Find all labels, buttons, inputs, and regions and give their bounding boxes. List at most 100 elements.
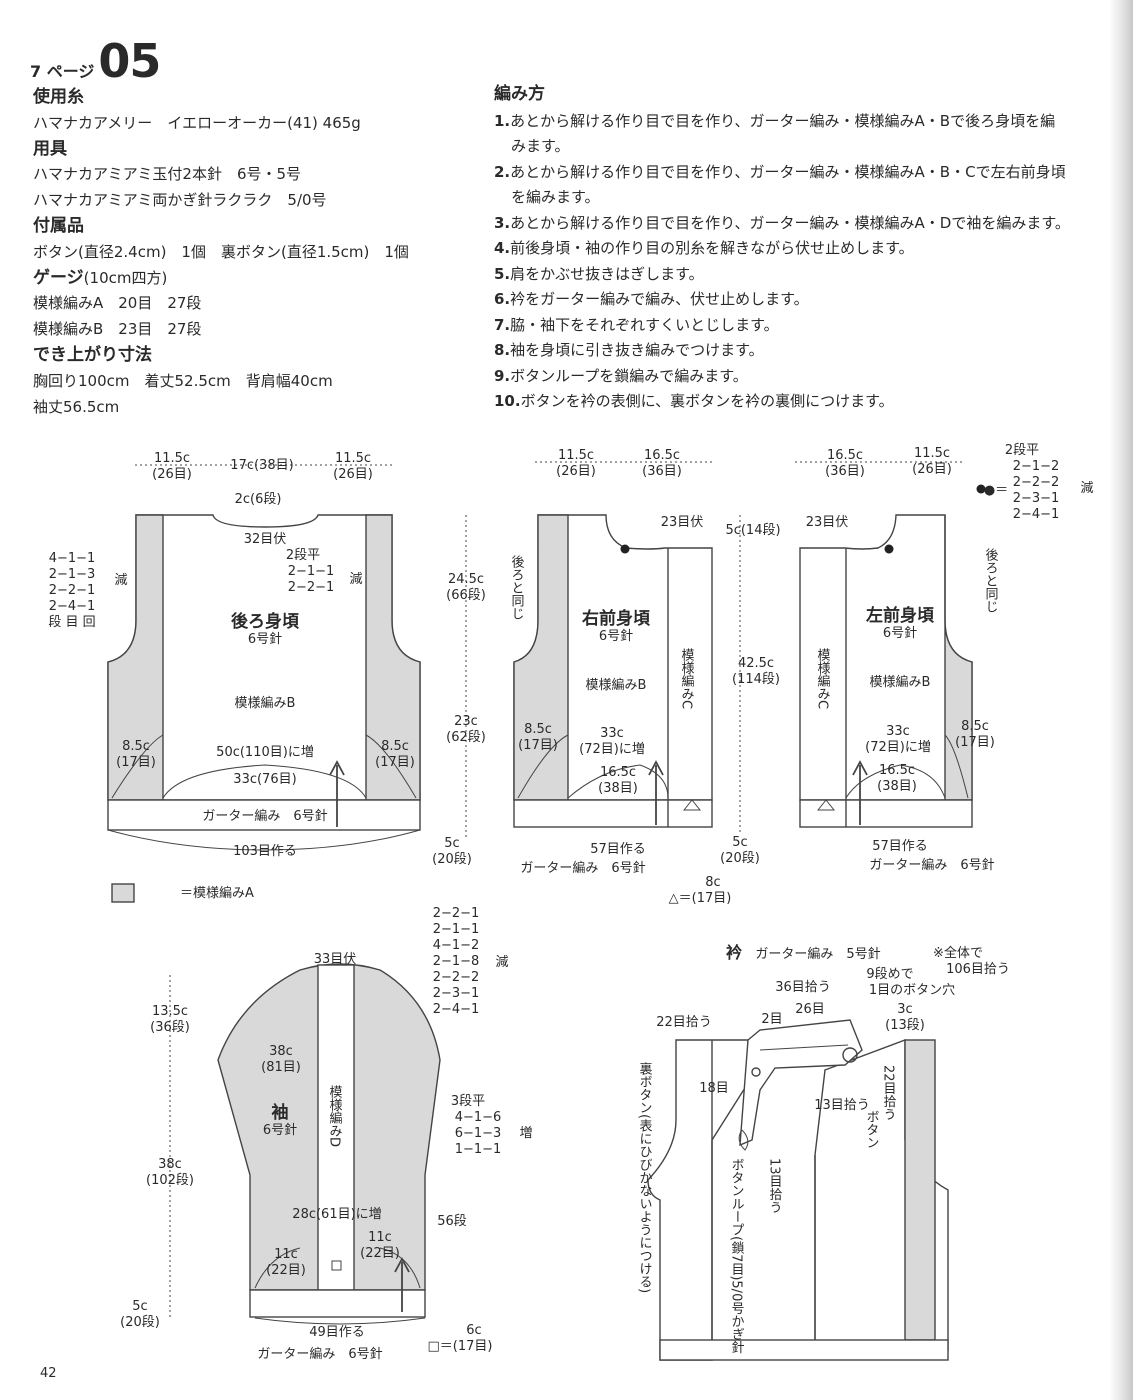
back-needle: 6号針 [248,632,282,647]
sleeve-rows: 56段 [437,1214,467,1229]
page-header: 7 ページ05 [30,34,161,88]
sleeve-body-h: 38c [158,1157,182,1172]
gauge-line: 模様編みB 23目 27段 [33,320,202,339]
lf-same-as-back: 後ろと同じ [983,548,999,613]
back-cast-on: 103目作る [233,844,297,859]
step-text: 肩をかぶせ抜きはぎします。 [510,264,704,283]
sleeve-dec-label: 減 [495,954,508,970]
back-title: 後ろ身頃 [231,611,300,632]
instructions-heading: 編み方 [494,84,545,104]
step-number: 9. [494,366,511,385]
pattern-number: 05 [98,34,161,88]
front-tri-width: 8c [705,875,720,890]
accessories-text: ボタン(直径2.4cm) 1個 裏ボタン(直径1.5cm) 1個 [33,242,409,261]
rf-bottom: 16.5c [600,765,636,780]
back-side-left: 8.5c [122,739,150,754]
sleeve-side-left-sts: (22目) [266,1263,306,1278]
rf-inc-sts: (72目)に増 [579,742,645,757]
lf-top-right: 11.5c [914,446,950,461]
collar-two-sts: 2目 [761,1012,782,1027]
step-text: ボタンループを鎖編みで編みます。 [510,366,748,385]
lf-inc: 33c [886,724,910,739]
size-line: 袖丈56.5cm [33,397,120,416]
materials-section: 使用糸 ハマナカアメリー イエローオーカー(41) 465g 用具 ハマナカアミ… [33,85,483,420]
sleeve-body-h-rows: (102段) [146,1173,194,1188]
sleeve-garter: ガーター編み 6号針 [257,1346,382,1362]
back-top-left-sts: (26目) [152,467,192,482]
rf-side: 8.5c [524,722,552,737]
back-arm-dec-label: 減 [114,572,127,588]
lf-top-left-sts: (36目) [825,464,865,479]
back-arm-dec: 2−1−3 [49,567,96,582]
sleeve-cap-dec: 2−2−1 [433,906,480,921]
sleeve-cuff-h: 5c [132,1299,147,1314]
dot-dec-label: 減 [1080,480,1093,496]
back-height-mid-rows: (62段) [446,730,486,745]
collar-row9: 9段めで [866,967,913,982]
back-arm-dec: 4−1−1 [49,551,96,566]
lf-top-left: 16.5c [827,448,863,463]
sleeve-needle: 6号針 [263,1123,297,1138]
instruction-step: 10.ボタンを衿の表側に、裏ボタンを衿の裏側につけます。 [494,389,1104,415]
step-text: あとから解ける作り目で目を作り、ガーター編み・模様編みA・Bで後ろ身頃を編 [510,111,1056,130]
step-text: 脇・袖下をそれぞれすくいとじします。 [510,315,779,334]
sleeve-cap-dec: 2−4−1 [433,1002,480,1017]
collar-pick22-right: 22目拾う [881,1065,897,1121]
back-neck-dec: 2段平 [286,548,320,563]
collar-26: 26目 [795,1002,825,1017]
back-neck-depth: 2c(6段) [235,492,282,507]
back-top-right-sts: (26目) [333,467,373,482]
gauge-note: (10cm四方) [83,268,168,287]
dot-eq: ●＝ [984,483,1008,498]
step-number: 4. [494,239,511,257]
step-number: 6. [494,290,511,308]
step-number: 10. [494,392,521,410]
tools-line: ハマナカアミアミ玉付2本針 6号・5号 [33,165,302,184]
size-heading: でき上がり寸法 [33,344,152,365]
back-garter: ガーター編み 6号針 [202,808,327,824]
back-top-mid: 17c(38目) [230,458,293,473]
step-text: 袖を身頃に引き抜き編みでつけます。 [510,341,764,359]
sleeve-sq: □＝(17目) [428,1339,493,1354]
back-pattern: 模様編みB [235,695,296,711]
collar-pick22-left: 22目拾う [656,1015,712,1030]
lf-top-right-sts: (26目) [912,462,952,477]
lf-bottom: 16.5c [879,763,915,778]
instruction-step: を編みます。 [494,185,1104,211]
sleeve-diagram [169,963,441,1325]
dot-dec: 2−3−1 [1013,491,1060,506]
sleeve-width: 38c [269,1044,293,1059]
sleeve-cast-on: 49目作る [309,1325,365,1340]
collar-note: ※全体で [933,945,983,961]
back-arm-dec: 2−4−1 [49,599,96,614]
dot-dec: 2−4−1 [1013,507,1060,522]
collar-hole: 1目のボタン穴 [869,983,955,998]
collar-18: 18目 [699,1081,729,1096]
rf-title: 右前身頃 [582,608,651,629]
sleeve-inc: 1−1−1 [455,1142,502,1157]
sleeve-cuff-h-rows: (20段) [120,1315,160,1330]
legend-swatch [111,883,135,903]
collar-pick13a: 13目拾う [814,1098,870,1113]
instruction-step: 9.ボタンループを鎖編みで編みます。 [494,364,1104,390]
back-neck-dec: 2−2−1 [288,580,335,595]
front-hem-rows: (20段) [720,851,760,866]
rf-inc: 33c [600,726,624,741]
sleeve-cap-dec: 2−3−1 [433,986,480,1001]
back-height-bottom: 5c [444,836,459,851]
collar-3c: 3c [897,1002,912,1017]
sleeve-side-right-sts: (22目) [360,1246,400,1261]
size-line: 胸回り100cm 着丈52.5cm 背肩幅40cm [33,371,333,390]
rf-side-sts: (17目) [518,738,558,753]
back-bottom-mid: 33c(76目) [233,772,296,787]
yarn-text: ハマナカアメリー イエローオーカー(41) 465g [33,113,361,132]
back-height-top: 24.5c [448,572,484,587]
lf-side-sts: (17目) [955,735,995,750]
instruction-list: 1.あとから解ける作り目で目を作り、ガーター編み・模様編みA・Bで後ろ身頃を編み… [494,109,1104,415]
sleeve-inc: 3段平 [451,1094,485,1109]
back-arm-dec: 段 目 回 [48,615,95,630]
sleeve-sq-width: 6c [466,1323,481,1338]
tools-heading: 用具 [33,138,67,159]
rf-top-right-sts: (36目) [642,464,682,479]
collar-button-label: ボタン [864,1110,879,1149]
